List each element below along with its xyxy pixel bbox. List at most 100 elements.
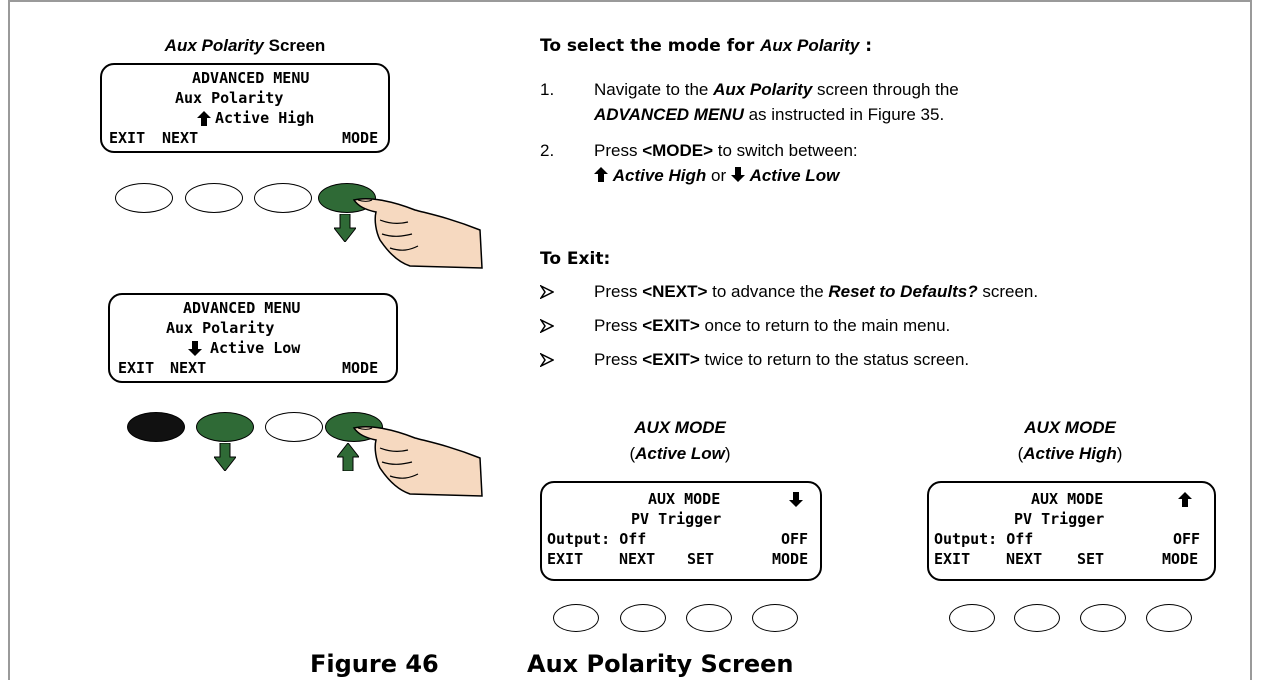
bullet-text: Press <NEXT> to advance the Reset to Def… (594, 282, 1038, 302)
button-exit-filled[interactable] (127, 412, 185, 442)
step-text-part: Press (594, 141, 643, 160)
step-text: Navigate to the Aux Polarity screen thro… (594, 77, 959, 127)
arrow-up-icon (594, 167, 608, 182)
bullet-text-part: screen. (977, 282, 1039, 301)
pointing-hand-icon (352, 198, 483, 269)
softkey-exit-label: EXIT (934, 550, 971, 568)
softkey-set-label: SET (1077, 550, 1105, 568)
button-1[interactable] (553, 604, 599, 632)
step-text-part: or (706, 166, 731, 185)
aux-low-title: AUX MODE (634, 418, 726, 437)
heading-italic: Aux Polarity (760, 36, 860, 55)
button-1[interactable] (949, 604, 995, 632)
aux-high-title: AUX MODE (1024, 418, 1116, 437)
paren: ) (1116, 444, 1123, 463)
lcd-output-value: OFF (1173, 530, 1201, 548)
bullet-text-part: Press (594, 316, 643, 335)
heading-colon: : (859, 36, 873, 56)
step-number: 1. (540, 80, 555, 99)
bullet-text-part: to advance the (707, 282, 829, 301)
softkey-next-label: NEXT (619, 550, 656, 568)
button-2[interactable] (185, 183, 243, 213)
arrow-up-icon (197, 111, 211, 126)
step-text-part: as instructed in Figure 35. (743, 105, 945, 124)
softkey-mode-label: MODE (342, 129, 379, 147)
bullet-text-part: Press (594, 282, 643, 301)
bullet-text: Press <EXIT> twice to return to the stat… (594, 350, 969, 370)
step-text: Press <MODE> to switch between: Active H… (594, 138, 858, 188)
step-2: 2. Press <MODE> to switch between: Activ… (540, 138, 1190, 188)
bullet-arrow-icon (540, 319, 554, 333)
lcd-output-label: Output: Off (934, 530, 1034, 548)
softkey-next-label: NEXT (1006, 550, 1043, 568)
lcd-aux-mode-high: AUX MODE PV Trigger Output: Off OFF EXIT… (927, 481, 1216, 581)
button-2[interactable] (1014, 604, 1060, 632)
select-mode-heading: To select the mode for Aux Polarity : (540, 36, 872, 56)
lcd-line-1: ADVANCED MENU (192, 69, 310, 87)
lcd-line-2: Aux Polarity (175, 89, 284, 107)
softkey-exit-label: EXIT (109, 129, 146, 147)
step-emphasis: ADVANCED MENU (594, 105, 744, 124)
lcd-output-value: OFF (781, 530, 809, 548)
heading-text: To select the mode for (540, 36, 761, 56)
bullet-arrow-icon (540, 285, 554, 299)
bullet-key: <EXIT> (642, 316, 700, 335)
button-3[interactable] (1080, 604, 1126, 632)
button-4[interactable] (1146, 604, 1192, 632)
arrow-down-icon (334, 214, 356, 242)
step-emphasis: <MODE> (642, 141, 714, 160)
button-2[interactable] (620, 604, 666, 632)
lcd-line-2: Aux Polarity (166, 319, 275, 337)
softkey-next-label: NEXT (170, 359, 207, 377)
softkey-mode-label: MODE (342, 359, 379, 377)
paren: ( (1017, 444, 1024, 463)
aux-high-subtitle-italic: Active High (1023, 444, 1117, 463)
title-rest: Screen (268, 36, 326, 55)
step-text-part: to switch between: (713, 141, 858, 160)
bullet-arrow-icon (540, 353, 554, 367)
bullet-emphasis: Reset to Defaults? (828, 282, 978, 301)
lcd-line-1: AUX MODE (1031, 490, 1104, 508)
lcd-line-1: ADVANCED MENU (183, 299, 301, 317)
bullet-text-part: Press (594, 350, 643, 369)
bullet-key: <EXIT> (642, 350, 700, 369)
aux-low-subtitle-italic: Active Low (635, 444, 725, 463)
arrow-down-icon (214, 443, 236, 471)
page-frame (8, 0, 1252, 680)
bullet-text-part: twice to return to the status screen. (699, 350, 970, 369)
button-1[interactable] (115, 183, 173, 213)
arrow-down-icon (730, 167, 745, 182)
arrow-up-icon (1178, 492, 1192, 507)
step-text-part: Navigate to the (594, 80, 714, 99)
softkey-mode-label: MODE (1162, 550, 1199, 568)
softkey-mode-label: MODE (772, 550, 809, 568)
button-3[interactable] (254, 183, 312, 213)
button-3[interactable] (265, 412, 323, 442)
button-3[interactable] (686, 604, 732, 632)
arrow-down-icon (188, 341, 202, 356)
step-emphasis: Active High (612, 166, 707, 185)
softkey-next-label: NEXT (162, 129, 199, 147)
step-emphasis: Aux Polarity (713, 80, 813, 99)
lcd-line-2: PV Trigger (1014, 510, 1105, 528)
button-next-pressed[interactable] (196, 412, 254, 442)
lcd-aux-mode-low: AUX MODE PV Trigger Output: Off OFF EXIT… (540, 481, 822, 581)
aux-high-subtitle: (Active High) (950, 444, 1190, 464)
step-1: 1. Navigate to the Aux Polarity screen t… (540, 77, 1190, 127)
bullet-text: Press <EXIT> once to return to the main … (594, 316, 950, 336)
paren: ) (724, 444, 731, 463)
figure-title: Aux Polarity Screen (527, 650, 794, 678)
lcd-line-3: Active High (215, 109, 315, 127)
arrow-down-icon (789, 492, 803, 507)
to-exit-heading: To Exit: (540, 249, 611, 269)
bullet-key: <NEXT> (642, 282, 708, 301)
aux-polarity-screen-title: Aux Polarity Screen (100, 36, 390, 56)
step-number: 2. (540, 141, 555, 160)
button-4[interactable] (752, 604, 798, 632)
lcd-line-1: AUX MODE (648, 490, 721, 508)
lcd-output-label: Output: Off (547, 530, 647, 548)
lcd-active-low: ADVANCED MENU Aux Polarity Active Low EX… (108, 293, 398, 383)
softkey-set-label: SET (687, 550, 715, 568)
step-emphasis: Active Low (749, 166, 840, 185)
lcd-line-2: PV Trigger (631, 510, 722, 528)
